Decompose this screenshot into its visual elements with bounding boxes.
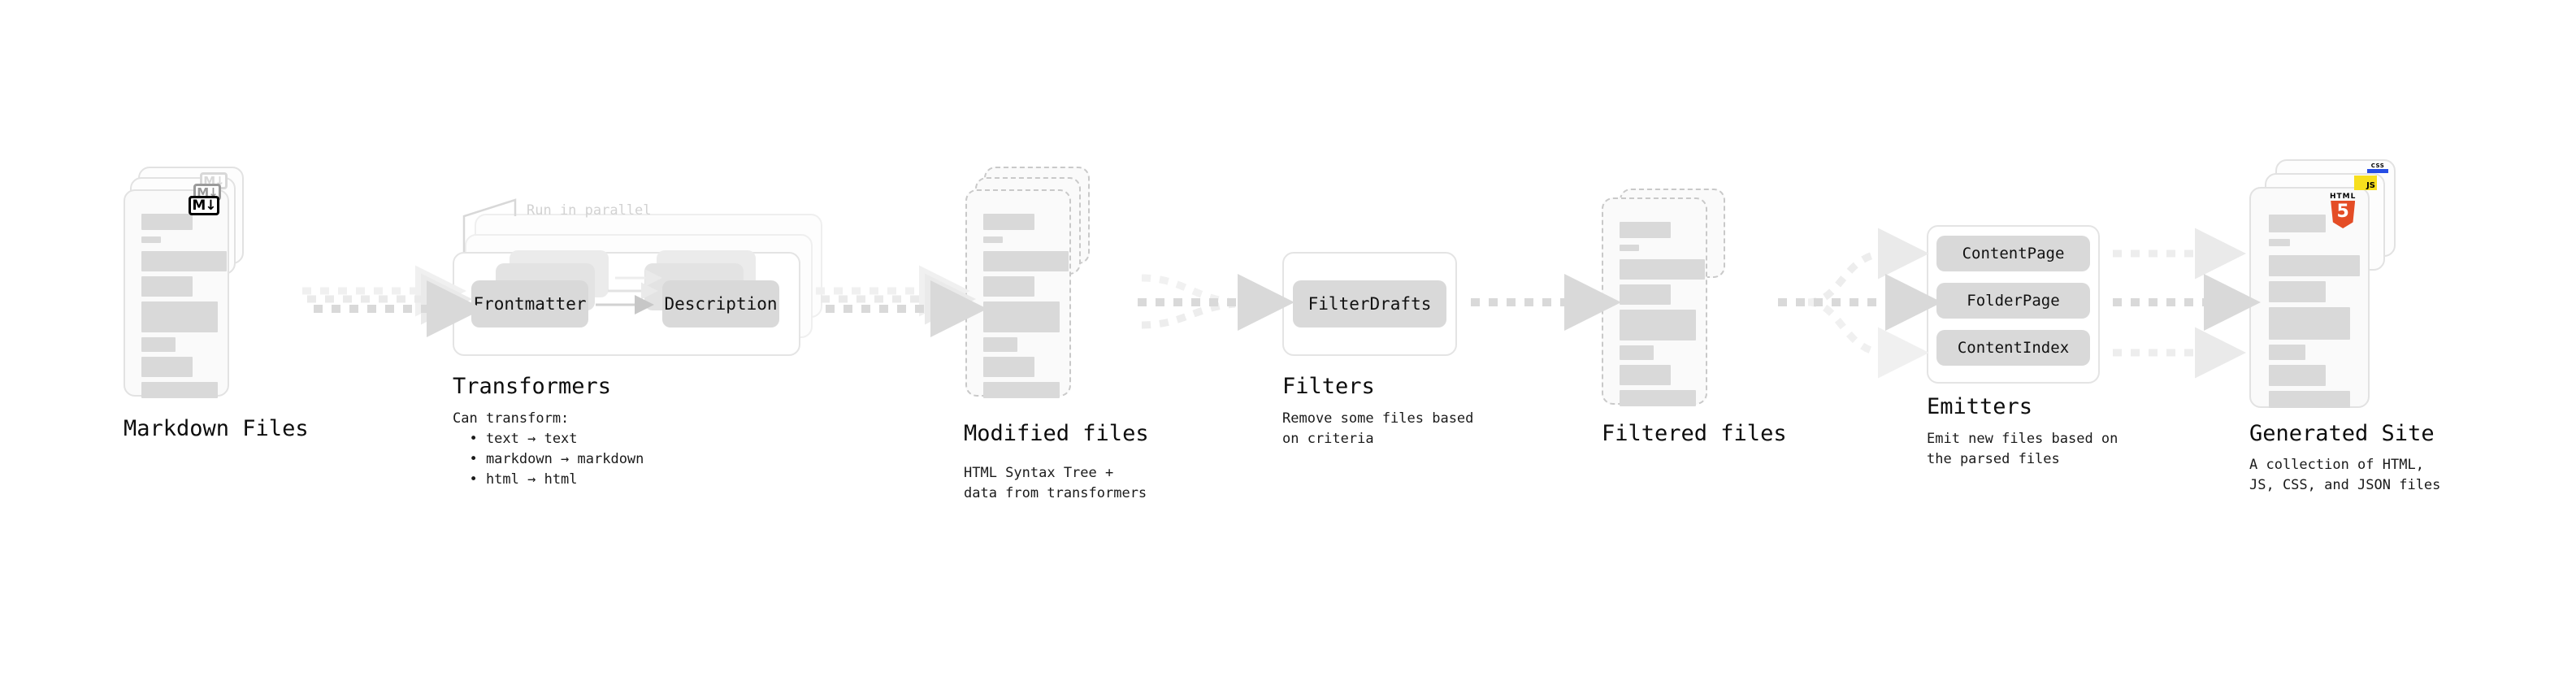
css3-icon-label: CSS: [2370, 163, 2385, 169]
doc-bar: [1620, 345, 1654, 360]
html5-icon-shield: 5: [2331, 201, 2356, 228]
filter-chip-filterdrafts[interactable]: FilterDrafts: [1293, 280, 1446, 327]
doc-bar: [1620, 259, 1705, 280]
doc-bar: [141, 276, 193, 297]
transformer-chip-frontmatter[interactable]: Frontmatter: [471, 280, 588, 327]
doc-bar: [983, 301, 1060, 332]
doc-bar: [1620, 245, 1639, 251]
modified-doc-front: [965, 189, 1071, 398]
doc-bar: [141, 236, 161, 243]
doc-bar: [2269, 215, 2326, 232]
doc-bar: [141, 382, 218, 398]
filtered-doc-front: [1602, 197, 1707, 406]
doc-bar: [983, 382, 1060, 398]
doc-bar: [1620, 365, 1671, 385]
transformer-chip-description[interactable]: Description: [662, 280, 779, 327]
doc-bar: [141, 214, 193, 230]
stage-caption-emitters: Emit new files based on the parsed files: [1927, 431, 2118, 467]
connector-emitters-to-site: [2113, 228, 2261, 379]
doc-bar: [2269, 365, 2326, 386]
connector-transformers-to-modified: [816, 265, 987, 337]
html5-icon: HTML 5: [2330, 193, 2356, 228]
stage-title-emitters: Emitters: [1927, 394, 2033, 419]
doc-bar: [1620, 222, 1671, 238]
html5-icon-word: HTML: [2330, 193, 2357, 201]
stage-caption-generated-site: A collection of HTML, JS, CSS, and JSON …: [2249, 457, 2441, 493]
stage-title-generated-site: Generated Site: [2249, 421, 2435, 446]
doc-bar: [141, 357, 193, 377]
doc-bar: [983, 357, 1034, 377]
doc-bar: [2269, 281, 2326, 302]
doc-bar: [983, 214, 1034, 230]
stage-title-filters: Filters: [1282, 374, 1375, 399]
js-icon: JS: [2354, 176, 2377, 190]
doc-bar: [983, 337, 1017, 352]
doc-bar: [983, 236, 1003, 243]
doc-bar: [141, 337, 176, 352]
stage-title-transformers: Transformers: [453, 374, 612, 399]
connector-filtered-to-emitters: [1778, 228, 1942, 379]
doc-bar: [2269, 255, 2360, 276]
stage-caption-transformers: Can transform: • text → text • markdown …: [453, 410, 644, 488]
js-icon-label: JS: [2366, 181, 2375, 190]
connector-modified-to-filters: [1138, 274, 1295, 331]
doc-bar: [1620, 284, 1671, 305]
doc-bar: [983, 251, 1069, 271]
doc-bar: [141, 251, 227, 271]
doc-bar: [141, 301, 218, 332]
stage-title-markdown-files: Markdown Files: [124, 416, 309, 441]
stage-title-filtered-files: Filtered files: [1602, 421, 1787, 446]
markdown-icon: M↓: [189, 196, 219, 215]
stage-caption-filters: Remove some files based on criteria: [1282, 410, 1474, 447]
emitter-chip-folderpage[interactable]: FolderPage: [1936, 283, 2090, 319]
markdown-doc-front: [124, 189, 229, 398]
doc-bar: [2269, 345, 2305, 360]
doc-bar: [1620, 310, 1696, 340]
stage-title-modified-files: Modified files: [964, 421, 1149, 446]
css3-icon: CSS: [2367, 163, 2388, 173]
doc-bar: [2269, 391, 2350, 408]
doc-bar: [2269, 239, 2290, 246]
stage-caption-modified-files: HTML Syntax Tree + data from transformer…: [964, 465, 1147, 501]
run-in-parallel-label: Run in parallel: [527, 202, 652, 219]
css3-icon-bar: [2367, 169, 2388, 173]
doc-bar: [1620, 390, 1696, 406]
emitter-chip-contentindex[interactable]: ContentIndex: [1936, 330, 2090, 366]
doc-bar: [2269, 307, 2350, 340]
doc-bar: [983, 276, 1034, 297]
connector-md-to-transformers: [302, 265, 484, 337]
emitter-chip-contentpage[interactable]: ContentPage: [1936, 236, 2090, 271]
